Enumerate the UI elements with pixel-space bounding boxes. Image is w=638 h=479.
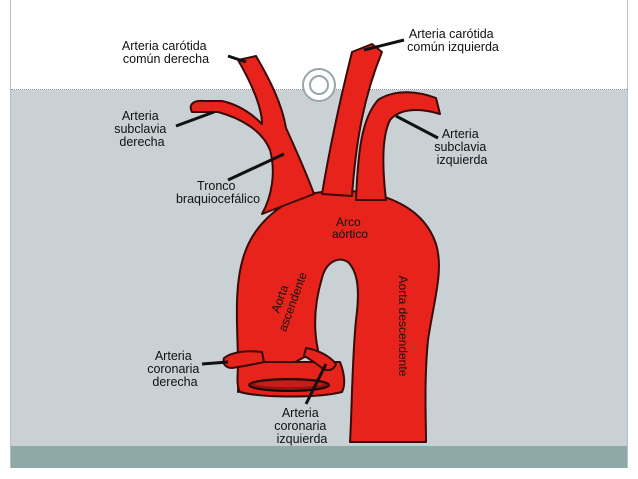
- leader-subclavia-izquierda: [395, 114, 439, 140]
- leader-subclavia-derecha: [175, 110, 215, 128]
- leader-coronaria-izquierda: [304, 363, 328, 405]
- slide-frame: [10, 0, 628, 468]
- leader-tronco: [227, 152, 285, 182]
- valve-highlight: [255, 380, 323, 388]
- label-subclavia-izquierda: Arteria subclavia izquierda: [434, 127, 490, 167]
- label-arco: Arco aórtico: [332, 215, 368, 241]
- circle-ornament-icon: [302, 68, 336, 102]
- label-carotida-izquierda: Arteria carótida común izquierda: [407, 27, 499, 54]
- label-carotida-derecha: Arteria carótida común derecha: [122, 39, 210, 66]
- label-subclavia-derecha: Arteria subclavia derecha: [114, 109, 170, 149]
- label-coronaria-derecha: Arteria coronaria derecha: [147, 349, 203, 389]
- brachiocephalic-trunk: [189, 55, 315, 215]
- label-coronaria-izquierda: Arteria coronaria izquierda: [274, 406, 330, 446]
- slide-footer-bar: [11, 446, 627, 468]
- leader-coronaria-derecha: [201, 360, 229, 366]
- leader-lines: [175, 38, 439, 405]
- left-subclavian: [355, 91, 441, 201]
- leader-carotida-derecha: [227, 54, 247, 64]
- right-coronary-stub: [222, 350, 265, 369]
- left-coronary-stub: [303, 347, 337, 372]
- label-tronco: Tronco braquiocefálico: [176, 179, 260, 206]
- leader-carotida-izquierda: [363, 38, 405, 52]
- aorta-body: [235, 189, 440, 443]
- label-aorta-descendente: Aorta descendente: [396, 276, 410, 377]
